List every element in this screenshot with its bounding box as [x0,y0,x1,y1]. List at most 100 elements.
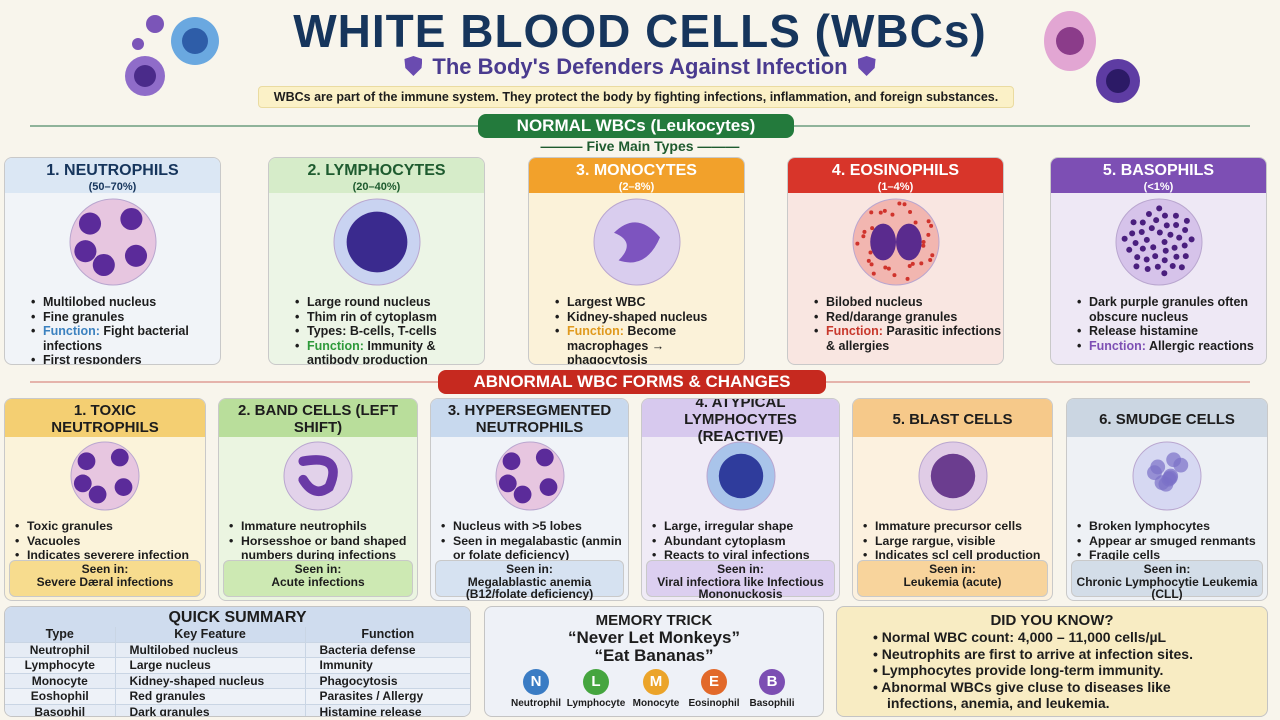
fact-item: Normal WBC count: 4,000 – 11,000 cells/µ… [873,629,1233,646]
mono-cell-illustration [593,198,680,286]
memory-title: MEMORY TRICK [595,612,713,629]
seen-in-label: Seen in: [506,562,553,576]
feature-item: Large round nucleus [295,295,484,310]
feature-item: Fragile cells [1077,548,1267,563]
card-percentage: (1–4%) [877,181,914,193]
normal-section-label: NORMAL WBCs (Leukocytes) [478,114,794,138]
fact-item: Neutrophits are first to arrive at infec… [873,646,1233,663]
feature-list: Dark purple granules often obscure nucle… [1077,295,1266,353]
feature-list: Immature neutrophilsHorsesshoe or band s… [229,519,417,563]
cell-type: Lymphocyte [5,657,115,673]
feature-item: Immature precursor cells [863,519,1052,534]
facts-title: DID YOU KNOW? [990,612,1114,629]
feature-list: Nucleus with >5 lobesSeen in megalabasti… [441,519,628,563]
lympho-cell-illustration [333,198,420,286]
abnormal-card-hypersegmented-neutrophils: 3. HYPERSEGMENTED NEUTROPHILS Nucleus wit… [430,398,629,601]
cell-function: Bacteria defense [304,641,470,658]
letter-badge: N [523,669,549,695]
card-title: 5. BLAST CELLS [853,399,1052,437]
seen-in-text: Megalablastic anemia (B12/folate deficie… [465,574,594,601]
normal-card-neutro: 1. NEUTROPHILS(50–70%)Multilobed nucleus… [4,157,221,365]
atyp-cell-illustration [706,441,775,511]
feature-item: Nucleus with >5 lobes [441,519,628,534]
feature-item: Appear ar smuged renmants [1077,534,1267,549]
feature-item: Bilobed nucleus [814,295,1003,310]
memory-trick-panel: MEMORY TRICK “Never Let Monkeys” “Eat Ba… [484,606,824,717]
memory-item: E Eosinophil [685,669,743,709]
feature-item: Types: B-cells, T-cells [295,324,484,339]
seen-in-text: Leukemia (acute) [903,574,1002,589]
feature-list: Multilobed nucleusFine granulesFunction:… [31,295,220,364]
feature-item: Dark purple granules often obscure nucle… [1077,295,1266,324]
neutro-cell-illustration [70,441,140,511]
feature-item: Release histamine [1077,324,1266,339]
letter-badge: E [701,669,727,695]
feature-list: Large round nucleusThim rin of cytoplasm… [295,295,484,364]
cell-function: Parasites / Allergy [304,688,470,704]
feature-item: Thim rin of cytoplasm [295,310,484,325]
card-header: 2. LYMPHOCYTES (20–40%) [269,158,484,193]
card-title: 6. SMUDGE CELLS [1067,399,1267,437]
feature-item: Horsesshoe or band shaped numbers during… [229,534,417,563]
card-title: 3. HYPERSEGMENTED NEUTROPHILS [431,399,628,437]
normal-card-mono: 3. MONOCYTES(2–8%)Largest WBCKidney-shap… [528,157,745,365]
feature-item: Fine granules [31,310,220,325]
function-item: Function: Fight bacterial infections [31,324,220,353]
feature-list: Immature precursor cellsLarge rargue, vi… [863,519,1052,563]
cell-function: Histamine release [304,703,470,716]
card-title: 1. NEUTROPHILS [46,162,179,179]
neutro-cell-illustration [69,198,156,286]
feature-item: Multilobed nucleus [31,295,220,310]
letter-badge: M [643,669,669,695]
intro-banner: WBCs are part of the immune system. They… [258,86,1014,108]
feature-item: Kidney-shaped nucleus [555,310,744,325]
seen-in-text: Chronic Lymphocytie Leukemia (CLL) [1076,574,1258,601]
memory-item-label: Eosinophil [688,698,740,709]
memory-item: N Neutrophil [507,669,565,709]
band-cell-illustration [283,441,353,511]
subtitle-text: The Body's Defenders Against Infection [432,54,848,79]
page-title: WHITE BLOOD CELLS (WBCs) [293,5,987,57]
cell-feature: Dark granules [114,703,305,716]
function-item: Function: Become macrophages → phagocyto… [555,324,744,364]
letter-badge: L [583,669,609,695]
cell-type: Neutrophil [5,641,115,658]
memory-item-label: Lymphocyte [566,698,626,709]
seen-in-label: Seen in: [1143,562,1191,576]
feature-item: Red/darange granules [814,310,1003,325]
memory-item-label: Neutrophil [511,698,561,709]
seen-in-box: Seen in:Megalablastic anemia (B12/folate… [435,560,624,600]
feature-list: Largest WBCKidney-shaped nucleusFunction… [555,295,744,364]
decorative-cells-left [125,15,219,96]
feature-item: Largest WBC [555,295,744,310]
seen-in-label: Seen in: [717,562,764,576]
five-types-text: Five Main Types [586,138,694,154]
feature-item: Toxic granules [15,519,205,534]
function-label: Function: [1089,338,1146,353]
fact-item: Abnormal WBCs give cluse to diseases lik… [873,679,1233,712]
quick-summary-title: QUICK SUMMARY [168,609,307,626]
cell-feature: Multilobed nucleus [114,641,305,658]
feature-item: Seen in megalabastic (anmin or folate de… [441,534,628,563]
decorative-cells-right [1044,11,1140,103]
feature-list: Toxic granulesVacuolesIndicates severere… [15,519,205,563]
normal-card-baso: 5. BASOPHILS(<1%)Dark purple granules of… [1050,157,1267,365]
eos-cell-illustration [852,198,939,286]
feature-item: Immature neutrophils [229,519,417,534]
feature-item: Vacuoles [15,534,205,549]
card-title: 4. ATYPICAL LYMPHOCYTES (REACTIVE) [642,399,839,445]
card-percentage: (20–40%) [352,181,401,193]
memory-item-label: Monocyte [632,698,680,709]
shield-icon [404,56,423,76]
card-title: 2. LYMPHOCYTES [307,162,446,179]
memory-line-2: “Eat Bananas” [594,646,714,665]
seen-in-label: Seen in: [294,562,342,576]
seen-in-text: Severe Dæral infections [36,574,174,589]
